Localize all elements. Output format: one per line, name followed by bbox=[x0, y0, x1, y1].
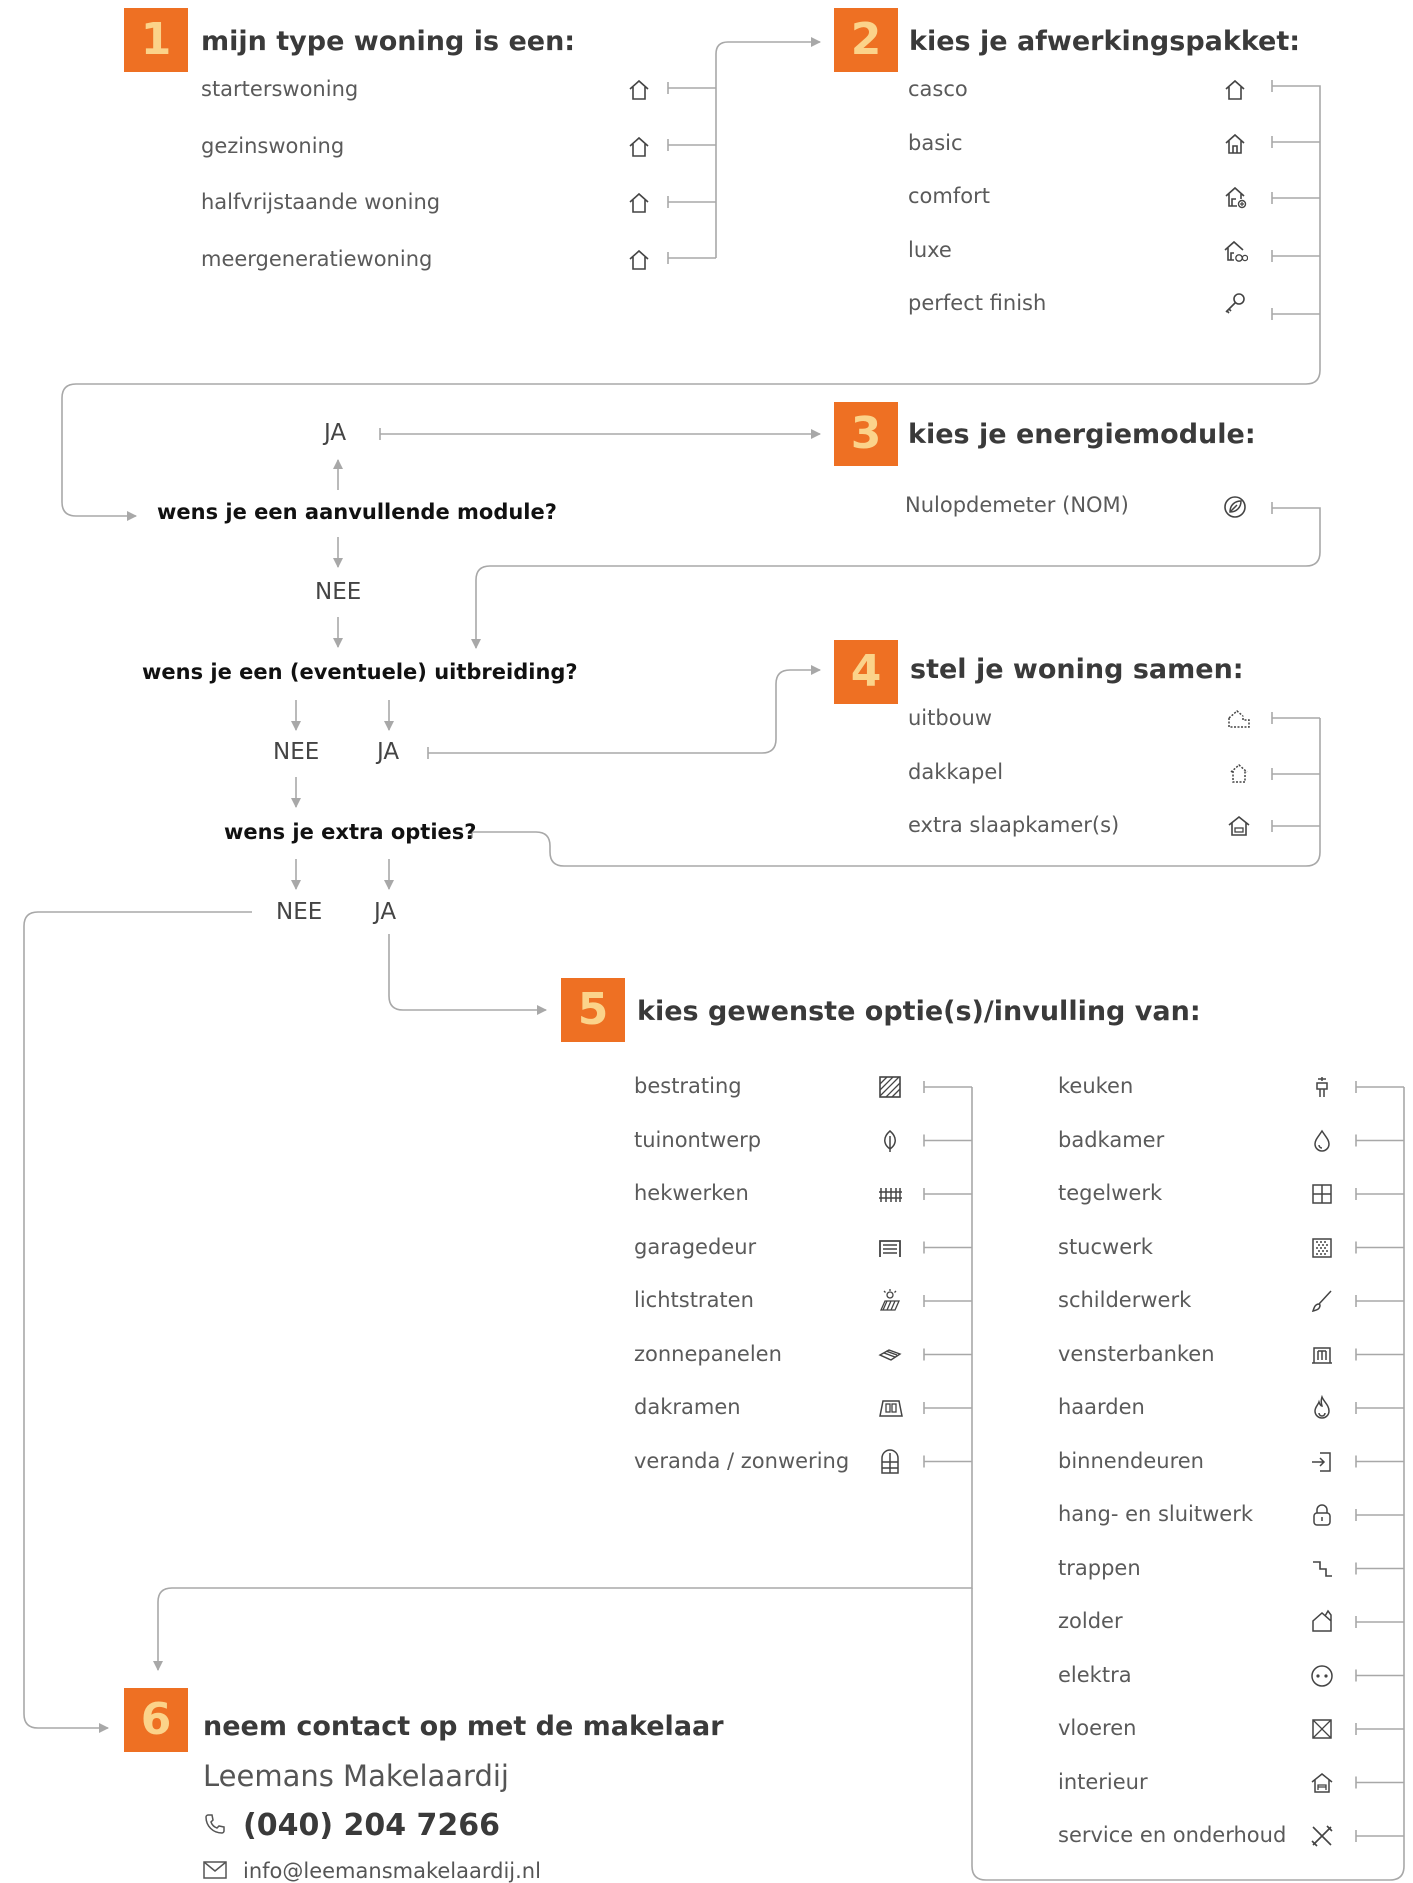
company-name: Leemans Makelaardij bbox=[203, 1759, 509, 1793]
step-5-right-item-label: badkamer bbox=[1058, 1127, 1165, 1152]
step-5-right-item-label: vensterbanken bbox=[1058, 1341, 1215, 1366]
step-5-heading: kies gewenste optie(s)/invulling van: bbox=[637, 996, 1201, 1027]
step-5-right-item-label: tegelwerk bbox=[1058, 1181, 1163, 1205]
step-1-item-label: gezinswoning bbox=[201, 133, 345, 158]
phone-number[interactable]: (040) 204 7266 bbox=[243, 1808, 501, 1843]
window-icon bbox=[877, 1448, 903, 1475]
step-1-badge: 1 bbox=[124, 8, 188, 72]
step-4-item-label: dakkapel bbox=[908, 759, 1004, 784]
plaster-icon bbox=[1309, 1235, 1335, 1261]
question-extra: wens je extra opties? bbox=[224, 820, 477, 844]
step-3-badge: 3 bbox=[834, 402, 898, 466]
step-5-left-item-label: garagedeur bbox=[634, 1234, 757, 1259]
paving-icon bbox=[877, 1074, 903, 1100]
step-3-item-label: Nulopdemeter (NOM) bbox=[905, 493, 1129, 517]
step-4-heading: stel je woning samen: bbox=[910, 654, 1244, 685]
attic-icon bbox=[1309, 1609, 1335, 1635]
floor-icon bbox=[1309, 1716, 1335, 1742]
fence-icon bbox=[877, 1181, 903, 1207]
step-6-heading: neem contact op met de makelaar bbox=[203, 1711, 724, 1742]
step-5-badge: 5 bbox=[561, 978, 625, 1042]
step-5-right-item-label: binnendeuren bbox=[1058, 1448, 1204, 1473]
step-6-badge: 6 bbox=[124, 1688, 188, 1752]
step-5-right-item-label: stucwerk bbox=[1058, 1234, 1153, 1259]
drop-icon bbox=[1309, 1128, 1335, 1154]
house-plus-plus-icon bbox=[1222, 238, 1248, 264]
step-2-heading: kies je afwerkingspakket: bbox=[909, 26, 1301, 57]
house-outline-icon bbox=[626, 134, 652, 160]
step-2-item-label: basic bbox=[908, 130, 963, 155]
dormer-icon bbox=[1226, 760, 1252, 786]
windowsill-icon bbox=[1309, 1342, 1335, 1368]
stairs-icon bbox=[1309, 1556, 1335, 1582]
email-address[interactable]: info@leemansmakelaardij.nl bbox=[243, 1859, 541, 1883]
step-2-item-label: comfort bbox=[908, 184, 990, 208]
step-5-left-item-label: tuinontwerp bbox=[634, 1127, 762, 1152]
step-5-right-item-label: keuken bbox=[1058, 1074, 1134, 1098]
step-5-right-item-label: service en onderhoud bbox=[1058, 1823, 1287, 1847]
step-2-badge: 2 bbox=[834, 8, 898, 72]
house-door-icon bbox=[1222, 131, 1248, 157]
step-5-left-item-label: zonnepanelen bbox=[634, 1341, 782, 1366]
step-1-item-label: starterswoning bbox=[201, 77, 359, 101]
door-enter-icon bbox=[1309, 1449, 1335, 1475]
lock-icon bbox=[1309, 1502, 1335, 1528]
extra-no-label: NEE bbox=[276, 899, 323, 925]
phone-icon bbox=[203, 1812, 227, 1836]
question-module: wens je een aanvullende module? bbox=[157, 500, 557, 524]
leaf-icon bbox=[877, 1128, 903, 1154]
key-icon bbox=[1222, 291, 1248, 317]
step-5-left-item-label: hekwerken bbox=[634, 1181, 749, 1205]
step-5-left-item-label: dakramen bbox=[634, 1395, 741, 1419]
step-5-right-item-label: hang- en sluitwerk bbox=[1058, 1502, 1254, 1526]
step-1-item-label: halfvrijstaande woning bbox=[201, 190, 441, 215]
garage-door-icon bbox=[877, 1235, 903, 1261]
solar-panel-icon bbox=[877, 1342, 903, 1368]
step-1-item-label: meergeneratiewoning bbox=[201, 247, 433, 272]
module-no-label: NEE bbox=[315, 579, 362, 605]
extra-yes-label: JA bbox=[374, 899, 397, 925]
step-5-right-item-label: schilderwerk bbox=[1058, 1288, 1192, 1312]
step-2-item-label: casco bbox=[908, 77, 968, 101]
brush-icon bbox=[1309, 1288, 1335, 1314]
extension-icon bbox=[1226, 706, 1252, 732]
step-5-right-item-label: elektra bbox=[1058, 1662, 1132, 1687]
step-5-left-item-label: bestrating bbox=[634, 1074, 742, 1098]
step-5-right-item-label: interieur bbox=[1058, 1769, 1148, 1794]
flame-icon bbox=[1309, 1395, 1335, 1421]
step-4-item-label: uitbouw bbox=[908, 706, 993, 730]
mail-icon bbox=[203, 1861, 227, 1879]
faucet-icon bbox=[1309, 1074, 1335, 1100]
house-outline-icon bbox=[626, 77, 652, 103]
skylight-icon bbox=[877, 1288, 903, 1314]
step-5-left-item-label: lichtstraten bbox=[634, 1288, 754, 1312]
step-5-right-item-label: trappen bbox=[1058, 1555, 1141, 1580]
step-4-badge: 4 bbox=[834, 640, 898, 704]
roof-window-icon bbox=[877, 1395, 903, 1421]
step-5-right-item-label: vloeren bbox=[1058, 1716, 1137, 1740]
tools-icon bbox=[1309, 1823, 1335, 1849]
tiles-icon bbox=[1309, 1181, 1335, 1207]
step-5-right-item-label: zolder bbox=[1058, 1609, 1123, 1633]
socket-icon bbox=[1309, 1663, 1335, 1689]
house-outline-icon bbox=[626, 247, 652, 273]
extension-yes-label: JA bbox=[377, 739, 400, 765]
house-outline-icon bbox=[626, 190, 652, 216]
interior-icon bbox=[1309, 1770, 1335, 1796]
step-1-heading: mijn type woning is een: bbox=[201, 26, 576, 57]
extension-no-label: NEE bbox=[273, 739, 320, 765]
step-2-item-label: perfect finish bbox=[908, 291, 1047, 315]
step-3-heading: kies je energiemodule: bbox=[908, 419, 1256, 450]
step-4-item-label: extra slaapkamer(s) bbox=[908, 813, 1120, 837]
house-plus-icon bbox=[1222, 184, 1248, 210]
module-yes-label: JA bbox=[324, 420, 347, 446]
step-5-left-item-label: veranda / zonwering bbox=[634, 1448, 850, 1473]
step-5-right-item-label: haarden bbox=[1058, 1395, 1145, 1419]
house-outline-icon bbox=[1222, 77, 1248, 103]
bedroom-icon bbox=[1226, 813, 1252, 839]
question-extension: wens je een (eventuele) uitbreiding? bbox=[142, 660, 578, 684]
step-2-item-label: luxe bbox=[908, 237, 952, 262]
leaf-energy-icon bbox=[1222, 494, 1248, 520]
